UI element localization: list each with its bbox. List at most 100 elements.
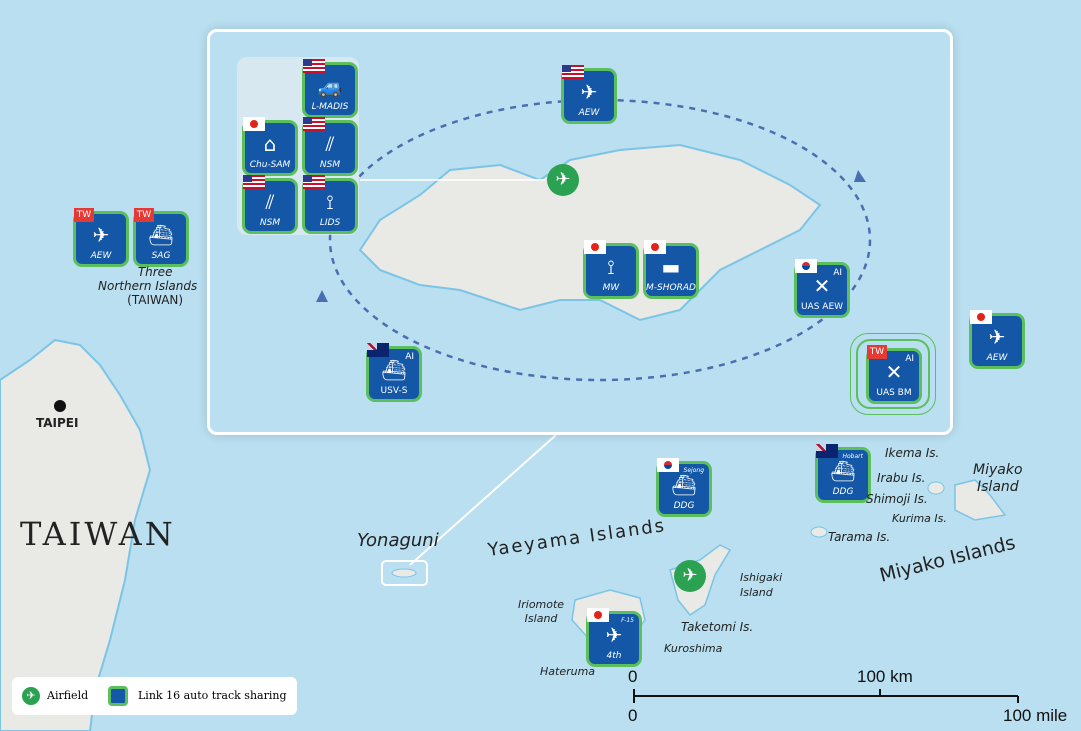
scale-100mile: 100 mile <box>1003 706 1068 725</box>
unit-badge-uas-aew: ✕AI UAS AEW <box>794 259 850 318</box>
unit-badge-m-shorad: ▬ M-SHORAD <box>643 240 699 299</box>
unit-label: USV-S <box>380 386 408 396</box>
unit-label: AEW <box>986 353 1008 363</box>
flag-us-icon <box>303 117 325 131</box>
flag-au-icon <box>367 343 389 357</box>
vehicle-icon: 🚙 <box>317 74 343 98</box>
label-line: Island <box>524 612 558 625</box>
route-arrow <box>854 170 866 182</box>
inset-panel <box>207 29 953 435</box>
link16-icon <box>108 686 128 706</box>
unit-label: MW <box>602 283 620 293</box>
unit-sublabel: Sejong <box>683 467 704 474</box>
legend: ✈ Airfield Link 16 auto track sharing <box>12 677 297 715</box>
label-three-northern: Three Northern Islands (TAIWAN) <box>98 265 197 307</box>
flag-jp-icon <box>970 310 992 324</box>
label-taipei: TAIPEI <box>36 416 79 430</box>
unit-badge-nsm: ⫽NSM <box>242 175 298 234</box>
unit-label: M-SHORAD <box>646 283 696 293</box>
armored-vehicle-icon: ▬ <box>661 255 681 279</box>
flag-au-icon <box>816 444 838 458</box>
radar-icon: ⟟ <box>607 255 615 279</box>
label-line: Miyako <box>973 462 1023 478</box>
flag-jp-icon <box>644 240 666 254</box>
drone-icon: ✕ <box>813 274 831 298</box>
flag-jp-icon <box>584 240 606 254</box>
label-line: Island <box>977 479 1019 495</box>
label-yonaguni: Yonaguni <box>357 530 439 551</box>
ai-tag: AI <box>905 354 914 364</box>
unit-sublabel: F-15 <box>621 617 634 624</box>
unit-label: UAS BM <box>876 388 912 398</box>
unit-label: Chu-SAM <box>249 160 291 170</box>
unit-badge-usv-s: ⛴AI USV-S <box>366 343 422 402</box>
flag-us-icon <box>562 65 584 79</box>
aircraft-icon: ✈ <box>92 223 110 247</box>
ai-tag: AI <box>405 352 414 362</box>
uas-bm-rings <box>850 333 936 415</box>
unit-badge-l-madis: 🚙 L-MADIS <box>302 59 358 118</box>
airfield-icon: ✈ <box>674 560 706 592</box>
label-taketomi: Taketomi Is. <box>681 620 754 634</box>
label-hateruma: Hateruma <box>540 665 596 678</box>
unit-sublabel: Hobart <box>842 453 864 460</box>
airfield-icon: ✈ <box>547 164 579 196</box>
unit-label: DDG <box>673 501 695 511</box>
unit-label: LIDS <box>319 218 341 228</box>
unit-badge-mw: ⟟ MW <box>583 240 639 299</box>
flag-us-icon <box>303 175 325 189</box>
ship-icon: ⛴ <box>830 459 856 483</box>
unit-label: DDG <box>832 487 854 497</box>
unit-badge-aew: ✈ AEW <box>969 310 1025 369</box>
radar-icon: ⟟ <box>326 190 334 214</box>
unit-badge-nsm: ⫽NSM <box>302 117 358 176</box>
taipei-marker <box>54 400 66 412</box>
ai-tag: AI <box>833 268 842 278</box>
unit-label: L-MADIS <box>311 102 349 112</box>
label-line: Three <box>137 265 173 279</box>
label-kurima: Kurima Is. <box>892 512 947 525</box>
label-taiwan: TAIWAN <box>20 515 176 553</box>
scale-100km: 100 km <box>857 667 913 686</box>
flag-jp-icon <box>587 608 609 622</box>
label-irabu: Irabu Is. <box>877 471 926 485</box>
unit-label: SAG <box>151 251 171 261</box>
unit-badge-lids: ⟟ LIDS <box>302 175 358 234</box>
legend-airfield: Airfield <box>47 689 89 702</box>
flag-tw-icon: TW <box>867 345 887 359</box>
scale-zero-km: 0 <box>628 667 638 686</box>
unit-label: 4th <box>606 651 622 661</box>
legend-link16: Link 16 auto track sharing <box>138 689 287 702</box>
flag-kr-icon <box>795 259 817 273</box>
missile-icon: ⫽ <box>325 132 335 156</box>
flag-jp-icon <box>243 117 265 131</box>
patrol-route <box>328 98 872 382</box>
flag-us-icon <box>303 59 325 73</box>
inset-leader <box>409 434 557 566</box>
unit-badge-aew: ✈AEW <box>561 65 617 124</box>
label-line: Iriomote <box>518 598 565 611</box>
label-kuroshima: Kuroshima <box>664 642 723 655</box>
boat-icon: ⛴ <box>381 358 407 382</box>
flag-us-icon <box>243 175 265 189</box>
unit-label: AEW <box>90 251 112 261</box>
route-arrow <box>316 290 328 302</box>
yonaguni-marker <box>381 560 428 586</box>
label-line: Island <box>740 586 773 599</box>
aircraft-icon: ✈ <box>580 80 598 104</box>
unit-badge-sag: TW⛴SAG <box>133 208 189 267</box>
main-island <box>358 143 822 322</box>
label-tarama: Tarama Is. <box>828 530 891 544</box>
taiwan-land <box>0 338 152 731</box>
unit-label: UAS AEW <box>800 302 844 312</box>
flag-tw-icon: TW <box>134 208 154 222</box>
unit-label: NSM <box>259 218 281 228</box>
unit-badge-chu-sam: ⌂Chu-SAM <box>242 117 298 176</box>
drone-icon: ✕ <box>885 360 903 384</box>
aircraft-icon: ✈ <box>988 325 1006 349</box>
unit-badge-aew: TW✈AEW <box>73 208 129 267</box>
